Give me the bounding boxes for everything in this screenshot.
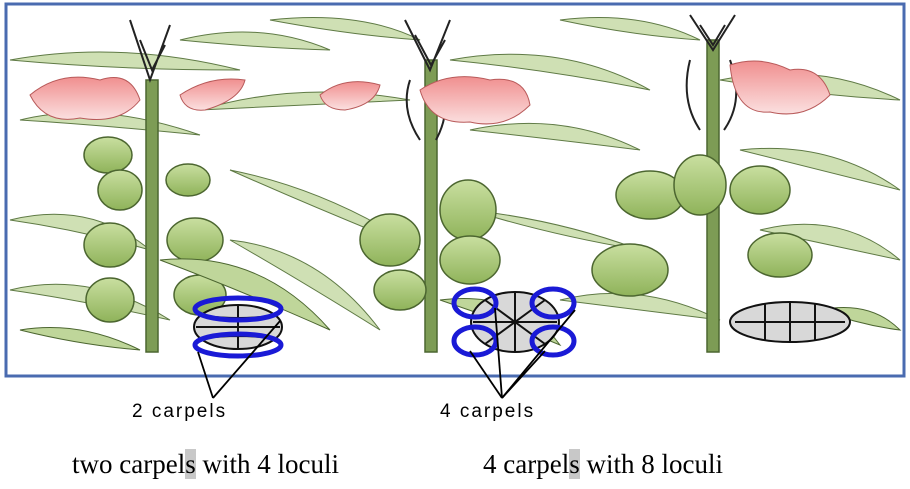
cross-section-third bbox=[730, 302, 850, 342]
caption-left-highlight: s bbox=[185, 449, 196, 479]
caption-right: 4 carpels with 8 loculi bbox=[483, 449, 723, 480]
caption-right-pre: 4 carpel bbox=[483, 449, 569, 479]
label-2-carpels: 2 carpels bbox=[132, 401, 227, 423]
caption-right-highlight: s bbox=[569, 449, 580, 479]
caption-left: two carpels with 4 loculi bbox=[72, 449, 339, 480]
caption-right-post: with 8 loculi bbox=[580, 449, 723, 479]
caption-left-pre: two carpel bbox=[72, 449, 185, 479]
label-4-carpels: 4 carpels bbox=[440, 401, 535, 423]
cross-section-4-carpels bbox=[471, 292, 559, 352]
cross-section-2-carpels bbox=[194, 305, 282, 349]
caption-left-post: with 4 loculi bbox=[196, 449, 339, 479]
